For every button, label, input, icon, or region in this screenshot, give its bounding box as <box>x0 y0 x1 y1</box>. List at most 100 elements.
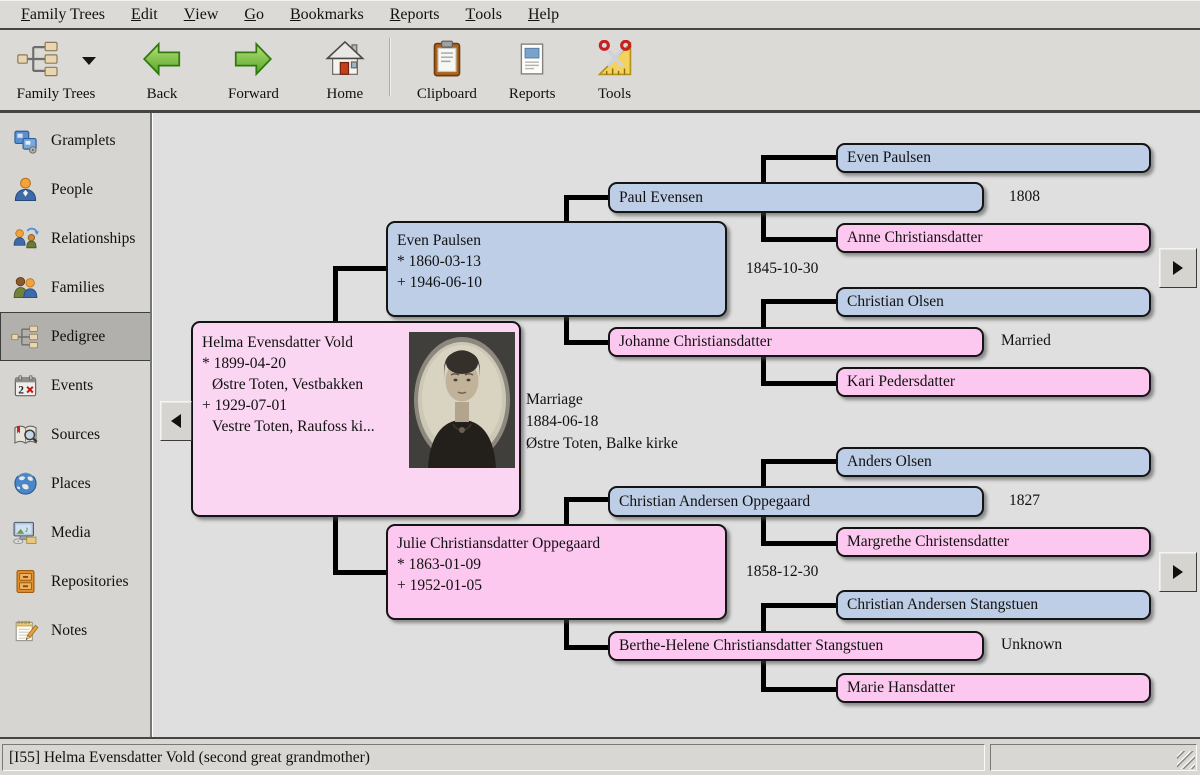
person-box-great-grandfather-3[interactable]: Anders Olsen <box>836 447 1151 477</box>
menu-label: G <box>244 5 256 23</box>
marriage-place: Østre Toten, Balke kirke <box>526 435 678 452</box>
connector <box>333 266 338 324</box>
sidebar-item-people[interactable]: People <box>0 165 150 214</box>
menu-label: amily Trees <box>29 5 106 23</box>
connector <box>564 616 569 650</box>
sidebar-item-notes[interactable]: Notes <box>0 606 150 655</box>
button-label: Home <box>326 86 364 102</box>
sidebar-item-relationships[interactable]: Relationships <box>0 214 150 263</box>
connector <box>333 513 338 575</box>
person-box-grandmother-paternal[interactable]: Johanne Christiansdatter <box>608 327 984 357</box>
death-place: Vestre Toten, Raufoss ki... <box>212 418 375 435</box>
scroll-left-button[interactable] <box>160 401 192 441</box>
person-name: Marie Hansdatter <box>847 679 956 696</box>
person-box-great-grandmother-1[interactable]: Anne Christiansdatter <box>836 223 1151 253</box>
toolbar: Family Trees Back <box>0 30 1200 113</box>
scroll-right-button-top[interactable] <box>1159 248 1197 288</box>
reports-button[interactable]: Reports <box>499 35 566 107</box>
person-box-great-grandmother-4[interactable]: Marie Hansdatter <box>836 673 1151 703</box>
person-name: Margrethe Christensdatter <box>847 533 1009 550</box>
person-name: Johanne Christiansdatter <box>619 333 772 350</box>
sidebar-item-label: Gramplets <box>51 131 116 149</box>
button-label: Reports <box>508 86 556 102</box>
connector <box>761 155 840 160</box>
family-trees-button[interactable]: Family Trees <box>6 35 106 107</box>
connector <box>761 541 840 546</box>
scroll-right-button-bottom[interactable] <box>1159 552 1197 592</box>
connector <box>761 603 766 635</box>
pedigree-canvas[interactable]: Even Paulsen Anne Christiansdatter Chris… <box>152 113 1200 737</box>
forward-button[interactable]: Forward <box>218 35 289 107</box>
sidebar-item-sources[interactable]: Sources <box>0 410 150 459</box>
birth-place: Østre Toten, Vestbakken <box>212 376 364 393</box>
menu-label: iew <box>195 5 219 23</box>
resize-grip[interactable] <box>1177 751 1195 769</box>
connector <box>761 687 840 692</box>
birth-date: * 1899-04-20 <box>202 355 286 372</box>
person-box-great-grandfather-1[interactable]: Even Paulsen <box>836 143 1151 173</box>
person-name: Anne Christiansdatter <box>847 229 983 246</box>
person-box-great-grandmother-2[interactable]: Kari Pedersdatter <box>836 367 1151 397</box>
statusbar-text: [I55] Helma Evensdatter Vold (second gre… <box>2 744 985 771</box>
person-box-father[interactable]: Even Paulsen * 1860-03-13 + 1946-06-10 <box>386 221 727 317</box>
connector <box>564 497 612 502</box>
person-box-great-grandmother-3[interactable]: Margrethe Christensdatter <box>836 527 1151 557</box>
sidebar-item-repositories[interactable]: Repositories <box>0 557 150 606</box>
dropdown-caret-icon[interactable] <box>82 57 96 65</box>
statusbar-progress <box>990 744 1197 771</box>
sidebar-item-events[interactable]: 2 Events <box>0 361 150 410</box>
connector <box>761 353 766 386</box>
connector <box>761 209 766 242</box>
clipboard-button[interactable]: Clipboard <box>407 35 487 107</box>
sidebar-item-label: Events <box>51 376 94 394</box>
person-name: Anders Olsen <box>847 453 932 470</box>
relationships-icon <box>10 225 40 253</box>
person-name: Christian Andersen Oppegaard <box>619 492 811 510</box>
birth-date: * 1863-01-09 <box>397 556 481 573</box>
person-box-great-grandfather-2[interactable]: Christian Olsen <box>836 287 1151 317</box>
person-box-grandmother-maternal[interactable]: Berthe-Helene Christiansdatter Stangstue… <box>608 631 984 661</box>
menu-label: E <box>131 5 141 23</box>
person-box-great-grandfather-4[interactable]: Christian Andersen Stangstuen <box>836 590 1151 620</box>
connector <box>564 195 569 225</box>
sidebar-item-places[interactable]: Places <box>0 459 150 508</box>
sources-icon <box>10 421 40 449</box>
sidebar-item-pedigree[interactable]: Pedigree <box>0 312 150 361</box>
sidebar-item-media[interactable]: ♪ Media <box>0 508 150 557</box>
family-note: 1808 <box>1009 188 1040 205</box>
button-label: Back <box>146 86 178 102</box>
connector <box>564 497 569 527</box>
connector <box>564 340 612 345</box>
places-icon <box>10 470 40 498</box>
notes-icon <box>10 617 40 645</box>
person-box-grandfather-maternal[interactable]: Christian Andersen Oppegaard <box>608 486 984 517</box>
button-label: Clipboard <box>416 86 477 102</box>
family-note: Married <box>1001 332 1051 349</box>
menu-label: V <box>183 5 196 23</box>
person-box-main[interactable]: Helma Evensdatter Vold * 1899-04-20 Østr… <box>191 321 521 517</box>
person-box-grandfather-paternal[interactable]: Paul Evensen <box>608 182 984 213</box>
connector <box>761 459 766 490</box>
person-box-mother[interactable]: Julie Christiansdatter Oppegaard * 1863-… <box>386 524 727 620</box>
svg-text:♪: ♪ <box>25 524 29 534</box>
home-button[interactable]: Home <box>315 35 375 107</box>
sidebar-item-gramplets[interactable]: Gramplets <box>0 116 150 165</box>
people-icon <box>10 176 40 204</box>
family-trees-icon <box>16 40 60 83</box>
sidebar-item-label: Sources <box>51 425 101 443</box>
tools-button[interactable]: Tools <box>586 35 644 107</box>
menu-label: dit <box>140 5 158 23</box>
sidebar-item-families[interactable]: Families <box>0 263 150 312</box>
button-label: Family Trees <box>16 86 96 102</box>
person-name: Paul Evensen <box>619 188 703 206</box>
back-button[interactable]: Back <box>132 35 192 107</box>
pedigree-icon <box>10 323 40 351</box>
